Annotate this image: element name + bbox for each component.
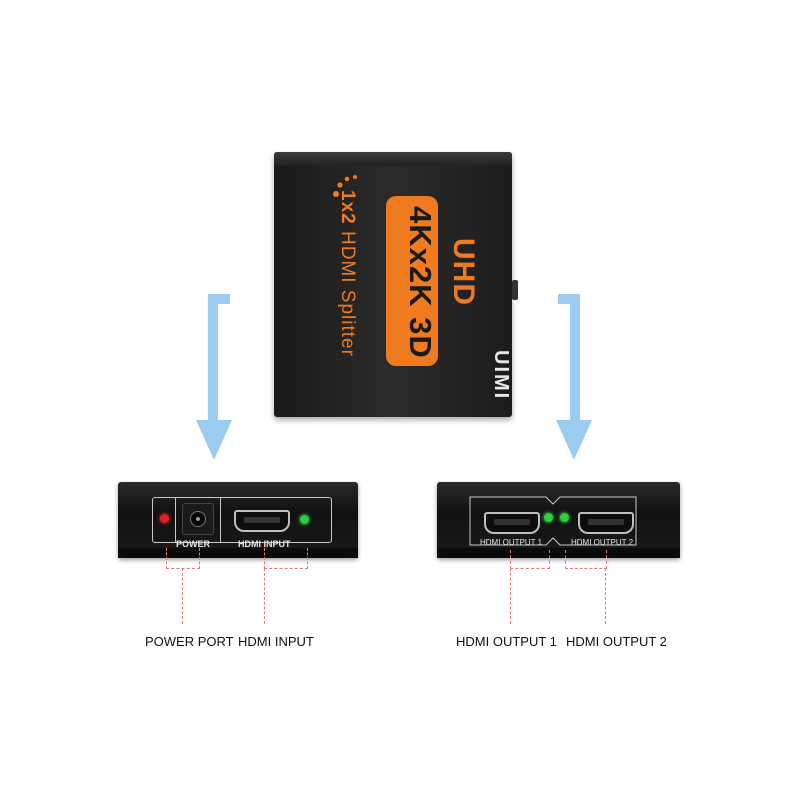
output-1-led-icon xyxy=(544,513,553,522)
caption-hdmi-input: HDMI INPUT xyxy=(238,634,314,649)
model-rest: HDMI Splitter xyxy=(337,224,358,357)
output-1-label: HDMI OUTPUT 1 xyxy=(480,538,543,547)
input-panel-frame xyxy=(152,497,332,543)
dc-jack-icon[interactable] xyxy=(182,503,214,535)
side-button xyxy=(512,280,518,300)
output-2-label: HDMI OUTPUT 2 xyxy=(571,538,634,547)
badge-resolution: 4Kx2K 3D xyxy=(403,206,438,359)
hdmi-output-1-port-icon[interactable] xyxy=(484,512,540,534)
uhd-badge xyxy=(386,196,438,366)
hdmi-input-label: HDMI INPUT xyxy=(238,539,291,549)
output-panel-frame xyxy=(469,496,637,546)
down-arrow-icon xyxy=(196,294,232,460)
output-2-led-icon xyxy=(560,513,569,522)
caption-hdmi-output-1: HDMI OUTPUT 1 xyxy=(456,634,557,649)
hdmi-output-1-guide xyxy=(510,568,511,624)
signal-dots-icon xyxy=(333,175,357,197)
caption-power-port: POWER PORT xyxy=(145,634,234,649)
model-name: 1x2 HDMI Splitter xyxy=(336,190,358,357)
power-label: POWER xyxy=(176,539,211,549)
hdmi-output-2-guide xyxy=(605,568,606,624)
hdmi-input-port-icon[interactable] xyxy=(234,510,290,532)
hdmi-output-2-port-icon[interactable] xyxy=(578,512,634,534)
badge-title: UHD xyxy=(447,238,480,306)
power-port-guide xyxy=(182,568,183,624)
caption-hdmi-output-2: HDMI OUTPUT 2 xyxy=(566,634,667,649)
hdmi-input-guide xyxy=(264,568,265,624)
brand-logo: UIMI xyxy=(490,350,512,401)
down-arrow-icon xyxy=(556,294,592,460)
power-led-icon xyxy=(160,514,169,523)
input-led-icon xyxy=(300,515,309,524)
model-prefix: 1x2 xyxy=(337,190,358,225)
